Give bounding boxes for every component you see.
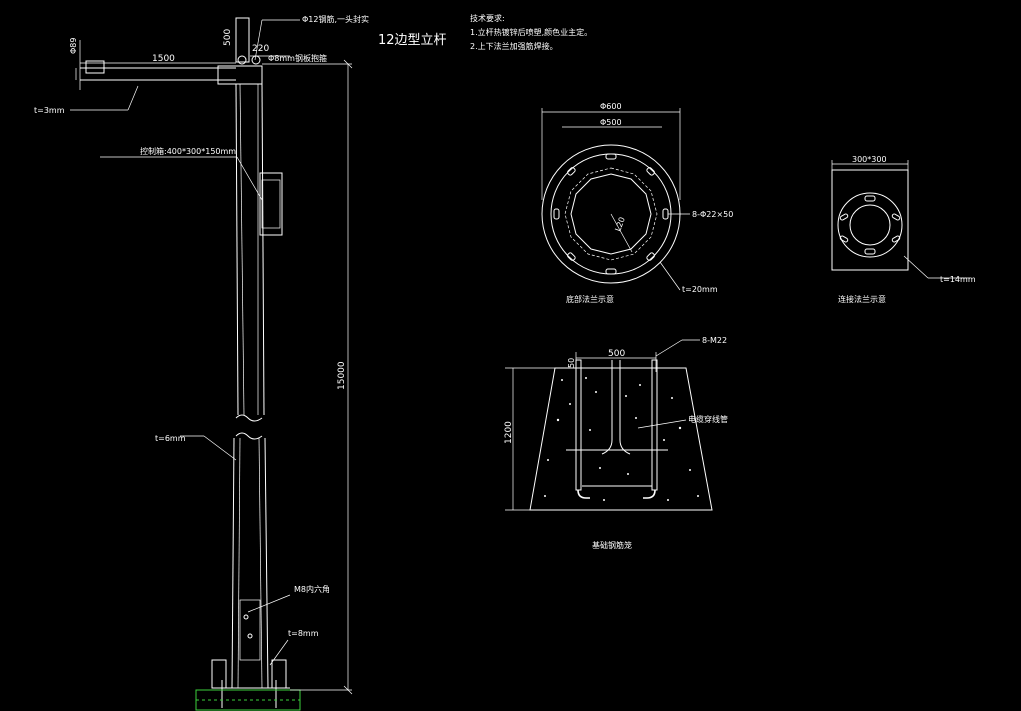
flange-radius: L20	[613, 216, 626, 233]
foundation-dim-1200: 1200	[504, 421, 514, 444]
arm-clamp-note: Φ8mm钢板抱箍	[268, 53, 327, 63]
cabinet-note: 控制箱:400*300*150mm	[140, 146, 236, 156]
foundation-bolts: 8-M22	[702, 336, 727, 345]
foundation-dim-500: 500	[608, 349, 625, 359]
foundation-dim-50: 50	[567, 358, 576, 368]
tech-line-2: 2.上下法兰加强筋焊接。	[470, 41, 558, 51]
connection-flange	[831, 160, 970, 279]
small-flange-size: 300*300	[852, 155, 887, 164]
drawing-title: 12边型立杆	[378, 33, 447, 48]
arm-thickness: t=3mm	[34, 106, 65, 115]
small-flange-thickness: t=14mm	[940, 275, 976, 284]
dim-pole-height: 15000	[337, 361, 347, 390]
foundation-section	[505, 339, 713, 511]
foundation-caption: 基础钢筋笼	[592, 540, 632, 550]
small-flange-caption: 连接法兰示意	[838, 294, 886, 304]
foundation-conduit: 电缆穿线管	[688, 414, 728, 424]
flange-outer-dia: Φ600	[600, 102, 622, 111]
pole-elevation	[70, 17, 353, 711]
dim-arm-len: 1500	[152, 54, 175, 64]
flange-thickness: t=20mm	[682, 285, 718, 294]
flange-holes-note: 8-Φ22×50	[692, 210, 733, 219]
pole-top-note: Φ12钢筋,一头封实	[302, 14, 369, 24]
flange-caption: 底部法兰示意	[566, 294, 614, 304]
tech-line-1: 1.立杆热镀锌后喷塑,颜色业主定。	[470, 27, 592, 37]
dim-220: 220	[252, 44, 269, 54]
dim-arm-dia: Φ89	[69, 38, 78, 54]
flange-inner-dia: Φ500	[600, 118, 622, 127]
tech-heading: 技术要求:	[470, 13, 505, 23]
concrete-speckles	[544, 377, 699, 501]
dim-500-top: 500	[223, 29, 233, 46]
flange-holes	[553, 153, 669, 275]
door-bolt-note: M8内六角	[294, 584, 330, 594]
base-plate-note: t=8mm	[288, 629, 319, 638]
wall-thickness: t=6mm	[155, 434, 186, 443]
bottom-flange-plan	[541, 108, 690, 291]
